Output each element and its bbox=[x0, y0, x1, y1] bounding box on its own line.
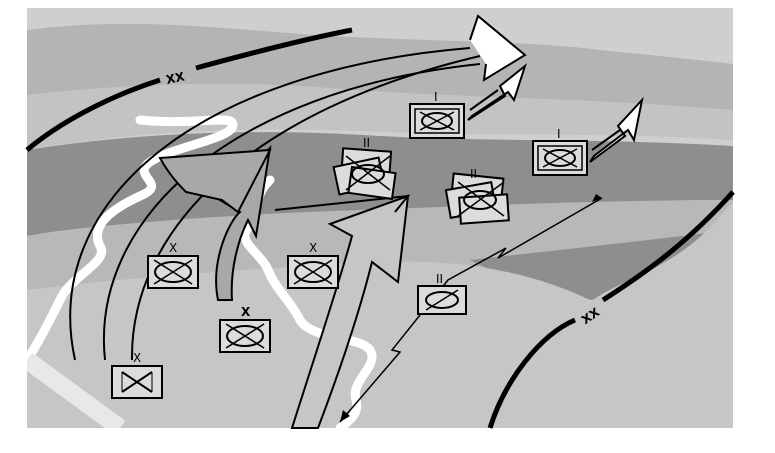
svg-text:I: I bbox=[434, 90, 438, 104]
armored-infantry-icon bbox=[463, 190, 497, 210]
exploitation-arrow-right bbox=[589, 96, 644, 163]
light-band bbox=[27, 83, 733, 150]
fire-support-arrowhead-top bbox=[592, 194, 602, 202]
fire-support-line bbox=[339, 197, 603, 423]
unit-u5: I bbox=[409, 90, 465, 139]
svg-text:X: X bbox=[133, 351, 141, 365]
river-branch bbox=[240, 175, 377, 428]
fire-support-arrowhead-bottom bbox=[340, 410, 350, 422]
armored-infantry-icon bbox=[421, 112, 453, 130]
airborne-infantry-icon bbox=[121, 371, 153, 393]
armored-infantry-icon bbox=[351, 164, 385, 184]
armored-infantry-icon bbox=[544, 149, 576, 167]
unit-u9-destroyed: II bbox=[444, 167, 510, 225]
left-boundary-line bbox=[25, 27, 353, 152]
svg-text:I: I bbox=[557, 127, 561, 141]
right-foreground-hill bbox=[490, 200, 733, 428]
svg-text:II: II bbox=[436, 272, 443, 286]
unit-u6: I bbox=[532, 127, 588, 176]
unit-u1: X bbox=[147, 241, 199, 289]
main-attack-arrow-right-tail bbox=[274, 194, 411, 213]
unit-u3: X bbox=[219, 305, 271, 353]
unit-u8-destroyed: II bbox=[332, 136, 397, 201]
svg-text:X: X bbox=[169, 241, 177, 255]
armored-infantry-icon bbox=[154, 261, 192, 283]
envelopment-arrowhead bbox=[469, 14, 527, 82]
svg-text:X: X bbox=[241, 305, 251, 319]
main-attack-arrow-left-upper bbox=[158, 148, 272, 214]
armored-infantry-icon bbox=[226, 325, 264, 347]
envelopment-arrow-1 bbox=[69, 47, 471, 361]
unit-u2: X bbox=[287, 241, 339, 289]
armor-icon bbox=[425, 291, 459, 309]
left-boundary-label: XX bbox=[165, 69, 187, 87]
terrain bbox=[27, 8, 733, 428]
exploitation-arrow-upper bbox=[467, 63, 527, 121]
right-boundary-line bbox=[487, 190, 735, 429]
unit-u4: X bbox=[111, 351, 163, 399]
river bbox=[27, 115, 238, 365]
unit-u7: II bbox=[417, 272, 467, 315]
main-attack-arrow-left bbox=[215, 145, 272, 301]
svg-text:X: X bbox=[309, 241, 317, 255]
armored-infantry-icon bbox=[294, 261, 332, 283]
river-bank-left bbox=[27, 352, 126, 428]
svg-text:II: II bbox=[363, 136, 370, 150]
svg-text:II: II bbox=[470, 167, 477, 181]
